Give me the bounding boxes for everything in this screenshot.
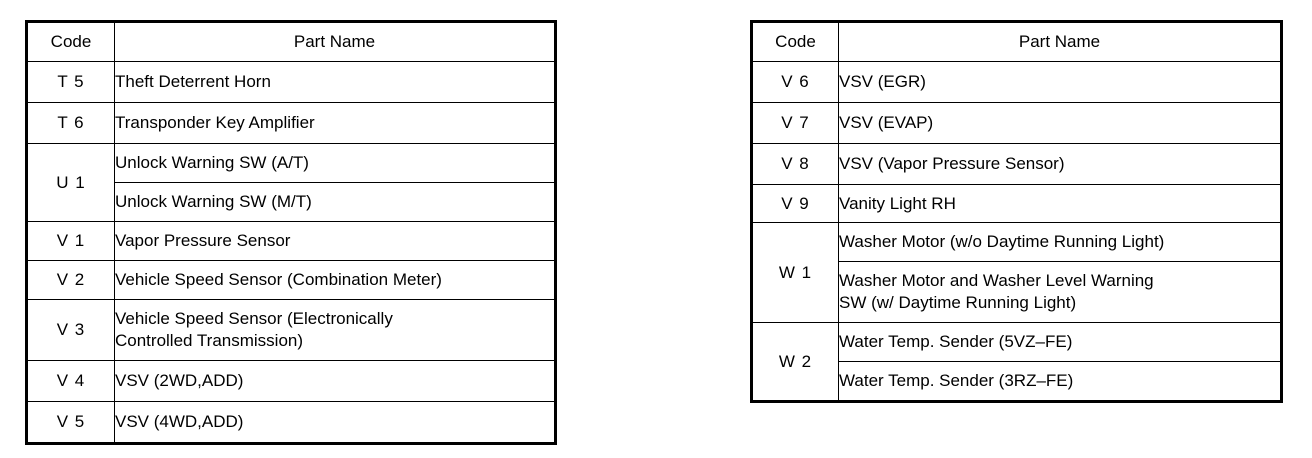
table-row: V 8 VSV (Vapor Pressure Sensor) [751,143,1282,185]
code-cell: T 5 [26,61,115,103]
table-row: W 2 Water Temp. Sender (5VZ–FE) [751,322,1282,402]
code-cell: W 1 [751,222,839,323]
table-row: W 1 Washer Motor (w/o Daytime Running Li… [751,222,1282,323]
code-cell: V 5 [26,401,115,444]
table-header-row: Code Part Name [26,21,556,62]
code-cell: V 2 [26,260,115,300]
code-cell: V 6 [751,61,839,103]
table-header-row: Code Part Name [751,21,1282,62]
header-part-name: Part Name [838,21,1282,62]
table-row: V 1 Vapor Pressure Sensor [26,221,556,261]
code-cell: V 3 [26,299,115,361]
header-part-name: Part Name [114,21,556,62]
table-subrow: Unlock Warning SW (M/T) [27,182,556,222]
part-name-cell: VSV (EGR) [838,61,1282,103]
part-name-cell: Theft Deterrent Horn [114,61,556,103]
table-subrow: Washer Motor and Washer Level Warning SW… [752,261,1282,323]
code-cell: W 2 [751,322,839,402]
part-name-cell: Vehicle Speed Sensor (Electronically Con… [114,299,556,361]
part-name-cell: Washer Motor (w/o Daytime Running Light) [838,222,1282,262]
part-name-cell: Vapor Pressure Sensor [114,221,556,261]
part-name-cell: Washer Motor and Washer Level Warning SW… [838,261,1282,323]
part-name-cell: VSV (4WD,ADD) [114,401,556,444]
table-row: U 1 Unlock Warning SW (A/T) [26,143,556,222]
code-cell: V 7 [751,102,839,144]
table-row: V 6 VSV (EGR) [751,61,1282,103]
table-row: V 4 VSV (2WD,ADD) [26,360,556,402]
part-name-cell: Water Temp. Sender (3RZ–FE) [838,361,1282,402]
part-name-cell: VSV (2WD,ADD) [114,360,556,402]
part-name-cell: VSV (Vapor Pressure Sensor) [838,143,1282,185]
header-code: Code [751,21,839,62]
part-name-cell: Vehicle Speed Sensor (Combination Meter) [114,260,556,300]
code-cell: T 6 [26,102,115,144]
parts-table-right: Code Part Name V 6 VSV (EGR) V 7 VSV (EV… [750,20,1283,403]
code-cell: V 1 [26,221,115,261]
part-name-cell: Unlock Warning SW (M/T) [114,182,556,222]
part-name-cell: Transponder Key Amplifier [114,102,556,144]
code-cell: V 8 [751,143,839,185]
table-row: V 5 VSV (4WD,ADD) [26,401,556,444]
table-row: V 3 Vehicle Speed Sensor (Electronically… [26,299,556,361]
code-cell: U 1 [26,143,115,222]
table-row: T 5 Theft Deterrent Horn [26,61,556,103]
part-name-cell: Unlock Warning SW (A/T) [114,143,556,183]
table-row: V 2 Vehicle Speed Sensor (Combination Me… [26,260,556,300]
part-name-cell: Water Temp. Sender (5VZ–FE) [838,322,1282,362]
table-row: V 9 Vanity Light RH [751,184,1282,223]
parts-table-left: Code Part Name T 5 Theft Deterrent Horn … [25,20,557,445]
table-row: V 7 VSV (EVAP) [751,102,1282,144]
code-cell: V 9 [751,184,839,223]
part-name-cell: VSV (EVAP) [838,102,1282,144]
table-row: T 6 Transponder Key Amplifier [26,102,556,144]
table-subrow: Water Temp. Sender (3RZ–FE) [752,361,1282,402]
code-cell: V 4 [26,360,115,402]
header-code: Code [26,21,115,62]
part-name-cell: Vanity Light RH [838,184,1282,223]
